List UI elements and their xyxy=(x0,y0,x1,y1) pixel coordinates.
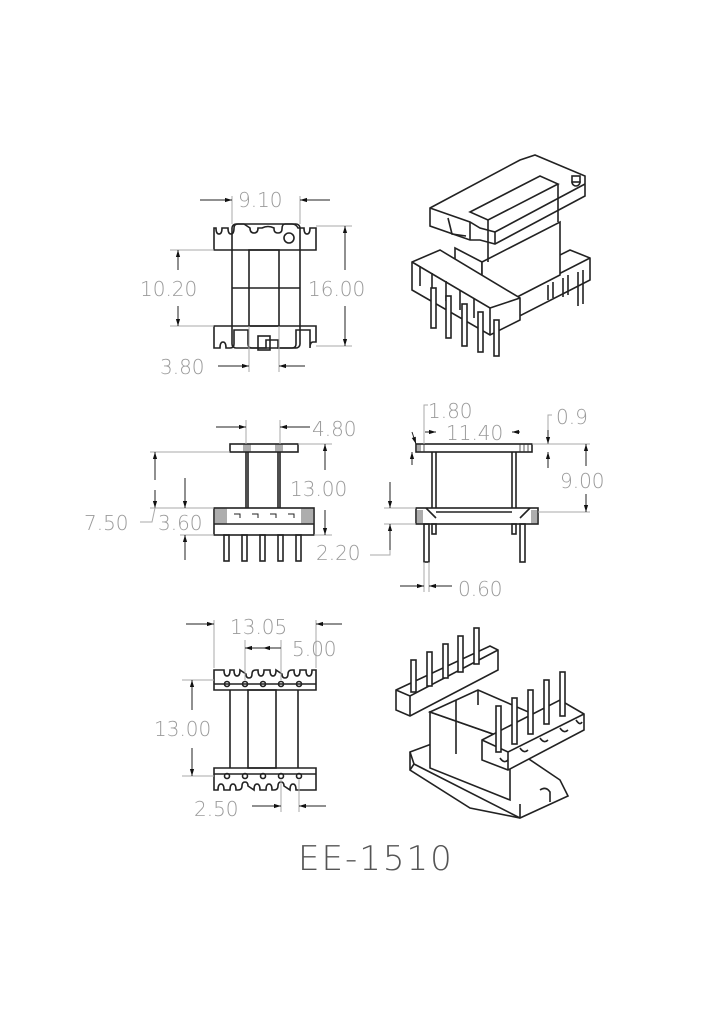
isometric-bottom-view xyxy=(395,627,585,819)
dim-width: 13.05 xyxy=(230,615,287,639)
dim-overall: 7.50 xyxy=(84,511,129,535)
part-number-title: EE-1510 xyxy=(298,839,454,879)
dim-width: 11.40 xyxy=(446,421,503,445)
dim-offset: 0.9 xyxy=(556,405,588,429)
dim-pin: 2.20 xyxy=(316,541,361,565)
dim-top-width: 9.10 xyxy=(238,188,283,212)
dim-slot: 3.80 xyxy=(160,355,205,379)
dim-base: 3.60 xyxy=(158,511,203,535)
dim-flange: 1.80 xyxy=(428,399,473,423)
dim-inner-height: 10.20 xyxy=(140,277,197,301)
dim-pitch: 2.50 xyxy=(194,797,239,821)
front-view: 4.80 13.00 7.50 3.60 xyxy=(84,417,357,562)
dim-height: 13.00 xyxy=(154,717,211,741)
dim-pin-dia: 0.60 xyxy=(458,577,503,601)
dim-top-width: 4.80 xyxy=(312,417,357,441)
dim-height: 13.00 xyxy=(290,477,347,501)
isometric-top-view xyxy=(411,154,591,357)
dim-height: 9.00 xyxy=(560,469,605,493)
side-view: 1.80 11.40 0.9 9.00 2.20 0.60 xyxy=(316,399,605,601)
bottom-view: 13.05 5.00 13.00 2.50 xyxy=(154,615,342,821)
dim-pitch-half: 5.00 xyxy=(292,637,337,661)
top-view: 9.10 10.20 16.00 3.80 xyxy=(140,188,365,379)
dim-height: 16.00 xyxy=(308,277,365,301)
